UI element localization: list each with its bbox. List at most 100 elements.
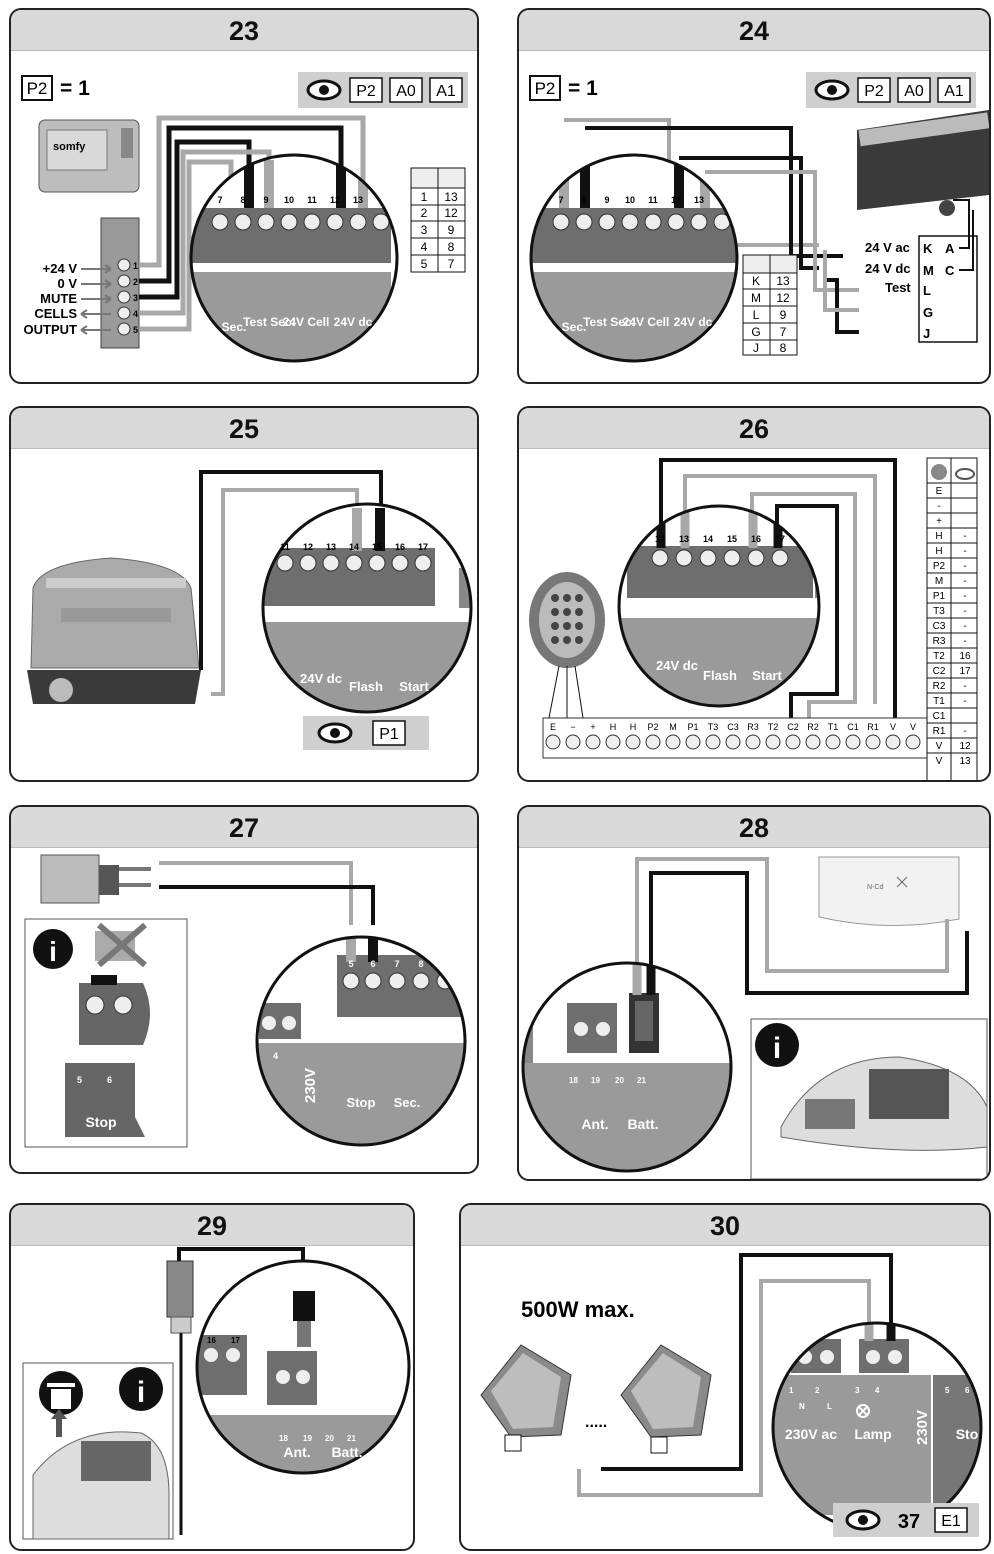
terminal-label: Sec. (394, 1095, 421, 1110)
terminal-number: 3 (855, 1386, 860, 1395)
panel-header: 24 (519, 10, 989, 51)
wiring-diagram-26: 12 13 14 15 16 17 24V dc Flash Start E−+… (529, 457, 978, 780)
side-label: OUTPUT (24, 322, 78, 337)
side-label: MUTE (40, 291, 77, 306)
view-code: A0 (904, 83, 924, 100)
side-label: +24 V (43, 261, 78, 276)
terminal-number: 17 (418, 542, 428, 552)
strip-terminal (845, 734, 861, 750)
nl-label: L (827, 1402, 832, 1411)
terminal-label: 230V (302, 1068, 319, 1103)
panel-number: 26 (738, 414, 770, 444)
strip-label: T3 (708, 722, 719, 732)
terminal-number: 13 (353, 195, 363, 205)
connector-box (918, 235, 978, 343)
terminal-number: 11 (648, 195, 658, 205)
terminal-number: 16 (395, 542, 405, 552)
view-code: P1 (379, 726, 399, 743)
strip-label: V (910, 722, 916, 732)
terminal-number: 14 (703, 534, 713, 544)
terminal-label: 24V dc (674, 315, 713, 329)
terminal-number: 13 (326, 542, 336, 552)
svg-text:i: i (49, 936, 57, 967)
floodlight-icon (620, 1344, 712, 1454)
box-letter: J (923, 326, 930, 341)
table-cell: K (752, 274, 760, 288)
strip-label: H (630, 722, 637, 732)
table-cell: R1 (933, 726, 946, 737)
jumper-block (79, 975, 150, 1045)
view-code: P2 (864, 83, 884, 100)
terminal-label: 230V ac (785, 1426, 837, 1442)
pin-number: 4 (273, 1051, 278, 1061)
terminal-number: 7 (394, 959, 399, 969)
panel-number: 27 (228, 813, 260, 843)
terminal-label: Flash (349, 679, 383, 694)
view-num: 37 (898, 1511, 920, 1533)
strip-terminal (625, 734, 641, 750)
terminal-number: 15 (372, 542, 382, 552)
table-cell: + (936, 516, 942, 527)
param-value: = 1 (60, 77, 90, 100)
strip-label: C2 (787, 722, 799, 732)
strip-terminal (565, 734, 581, 750)
eye-icon (814, 79, 850, 101)
flash-lamp-icon (27, 557, 201, 704)
strip-terminal (725, 734, 741, 750)
floodlight-icon (480, 1344, 572, 1452)
terminal-number: 17 (775, 534, 785, 544)
table-cell: 1 (421, 190, 428, 204)
strip-label: T2 (768, 722, 779, 732)
controller-photo (780, 1056, 988, 1151)
table-cell: T3 (933, 606, 945, 617)
table-cell: 12 (959, 741, 971, 752)
terminal-number: 19 (303, 1434, 312, 1443)
table-cell: - (937, 501, 940, 512)
terminal-number: 20 (615, 1076, 624, 1085)
panel-27: 27 i 5 6 Stop (9, 805, 479, 1174)
box-letter: M (923, 263, 934, 278)
terminal-number: 9 (263, 195, 268, 205)
terminal-label: Start (399, 679, 429, 694)
terminal-number: 15 (727, 534, 737, 544)
terminal-label: Flash (703, 668, 737, 683)
wiring-diagram-27: i 5 6 Stop (24, 854, 467, 1148)
param-box (21, 75, 53, 101)
panel-24: 24 P2 = 1 P2 A0 A1 24 V ac 24 V dc Test (517, 8, 991, 384)
nl-label: N (799, 1402, 805, 1411)
box-letter: G (923, 305, 933, 320)
strip-label: C1 (847, 722, 859, 732)
terminal-label: Start (752, 668, 782, 683)
view-code: A1 (944, 83, 964, 100)
stop-label-block: 5 6 Stop (65, 1063, 145, 1137)
terminal-number: 8 (240, 195, 245, 205)
table-cell: J (753, 341, 759, 355)
wiring-diagram-23: P2 = 1 P2 A0 A1 somfy 1 2 3 4 5 +24 V (21, 72, 468, 363)
terminal-number: 12 (303, 542, 313, 552)
signal-label: Test (885, 280, 911, 295)
terminal-number: 11 (280, 542, 290, 552)
signal-label: 24 V ac (865, 240, 910, 255)
table-cell: R2 (933, 681, 946, 692)
side-label: 0 V (57, 276, 77, 291)
table-cell: 17 (959, 666, 971, 677)
safety-edge (857, 110, 989, 216)
pin-number: 6 (107, 1075, 112, 1085)
table-cell: 5 (421, 257, 428, 271)
table-cell: 2 (421, 206, 428, 220)
strip-terminal (545, 734, 561, 750)
terminal-number: 1 (789, 1386, 794, 1395)
table-cell: - (963, 591, 966, 602)
table-cell: 4 (421, 240, 428, 254)
signal-label: 24 V dc (865, 261, 911, 276)
strip-label: R1 (867, 722, 879, 732)
strip-label: M (669, 722, 677, 732)
side-pins: 1 2 3 4 5 (117, 258, 138, 336)
eye-icon (845, 1509, 881, 1531)
table-cell: - (963, 696, 966, 707)
terminal-number: 5 (945, 1386, 950, 1395)
table-cell: - (963, 681, 966, 692)
view-code: A1 (436, 83, 456, 100)
panel-header: 26 (519, 408, 989, 449)
